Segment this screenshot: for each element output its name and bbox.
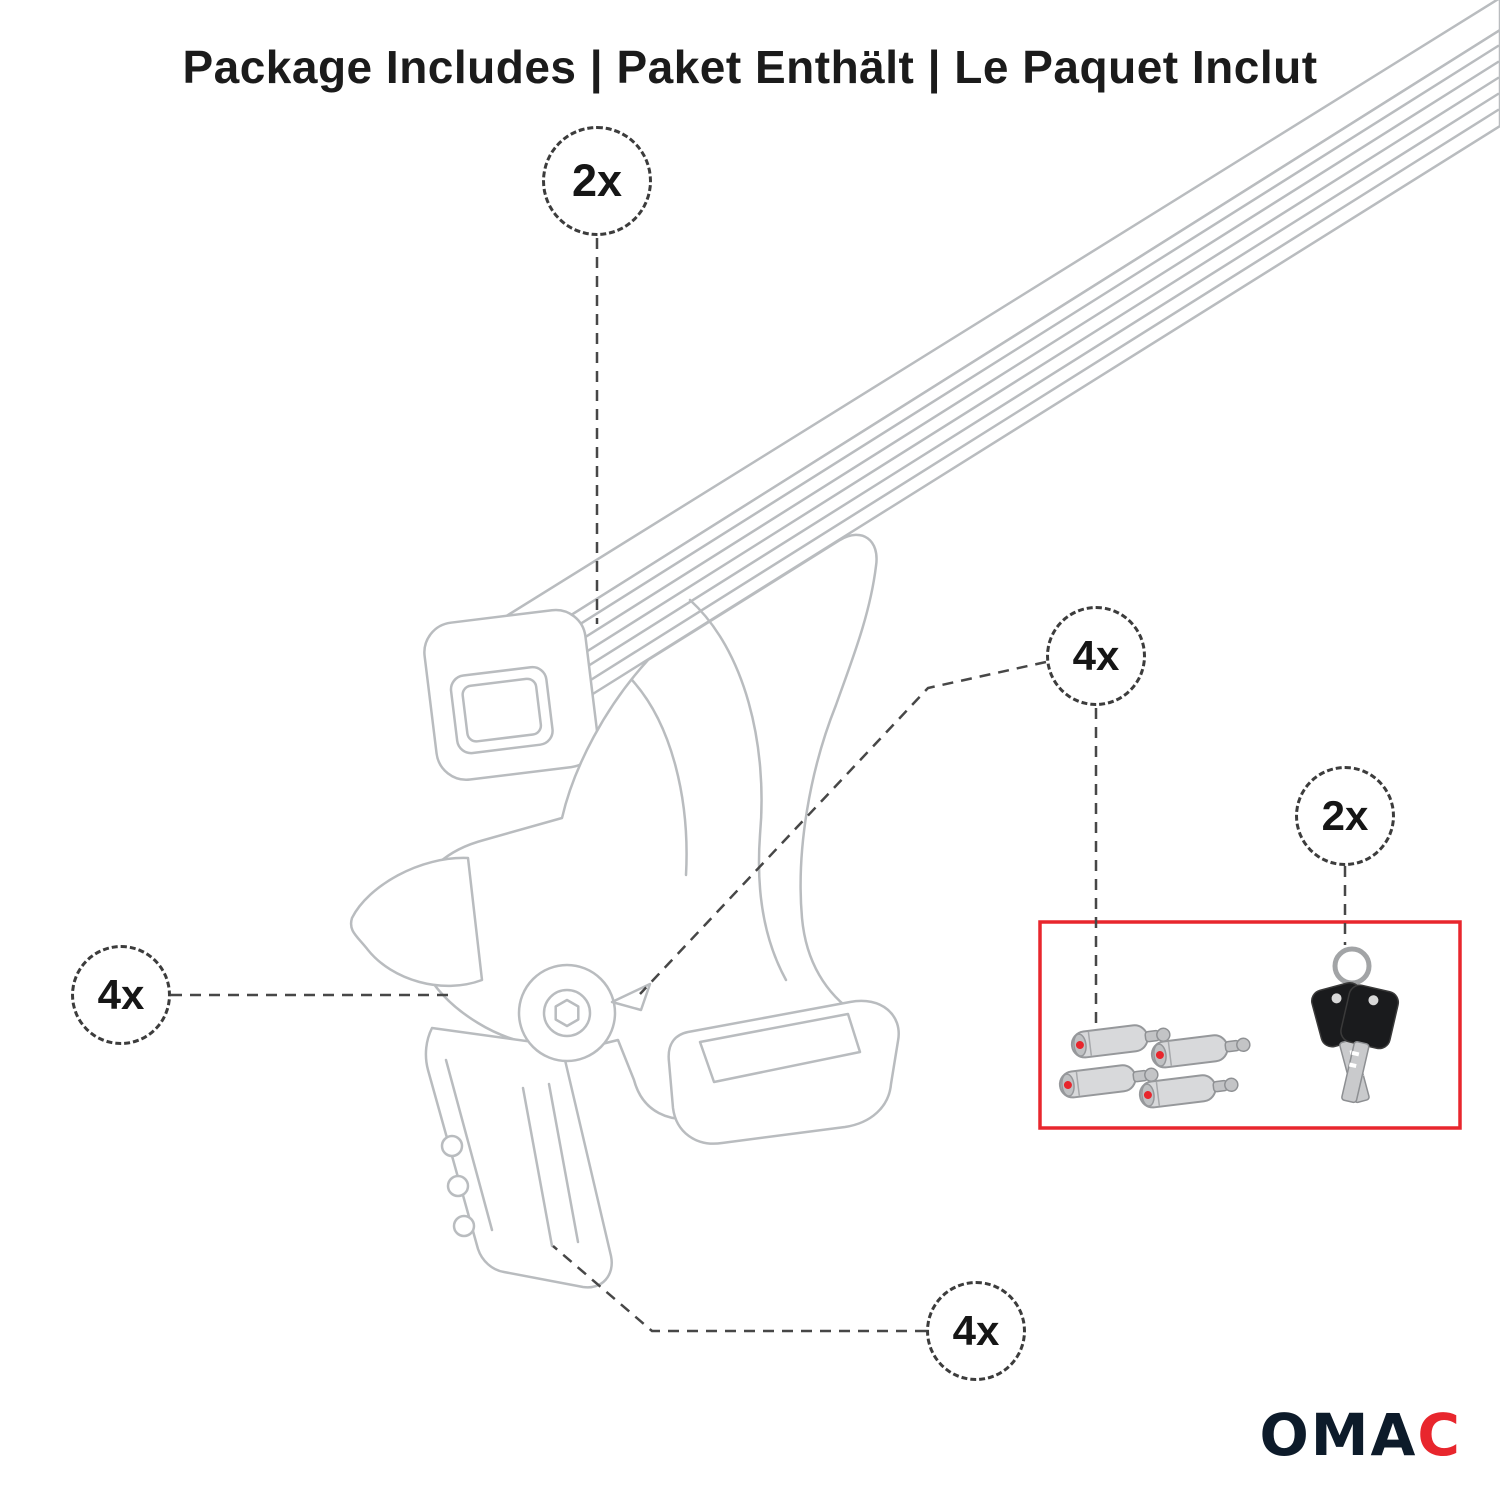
callout-foot-qty: 4x [71, 945, 171, 1045]
callout-crossbar-qty: 2x [542, 126, 652, 236]
crossbar-drawing [498, 0, 1500, 704]
hardware-photo-box [1038, 920, 1462, 1130]
callout-keys-qty: 2x [1295, 766, 1395, 866]
bolt-boss-drawing [517, 963, 652, 1063]
keys-photo [1310, 946, 1400, 1104]
base-pad-drawing [667, 999, 900, 1145]
page-title: Package Includes | Paket Enthält | Le Pa… [182, 41, 1318, 93]
lock-cylinders-photo [1058, 1024, 1251, 1109]
omac-logo: OMAC [1260, 1406, 1463, 1464]
leader-lines [171, 238, 1347, 1333]
callout-hardware-qty: 4x [1046, 606, 1146, 706]
end-cap-drawing [423, 608, 599, 781]
callout-clamp-qty: 4x [926, 1281, 1026, 1381]
clamp-drawing [424, 1026, 613, 1289]
logo-text-main: OMA [1259, 1401, 1418, 1469]
logo-text-accent: C [1417, 1401, 1462, 1469]
